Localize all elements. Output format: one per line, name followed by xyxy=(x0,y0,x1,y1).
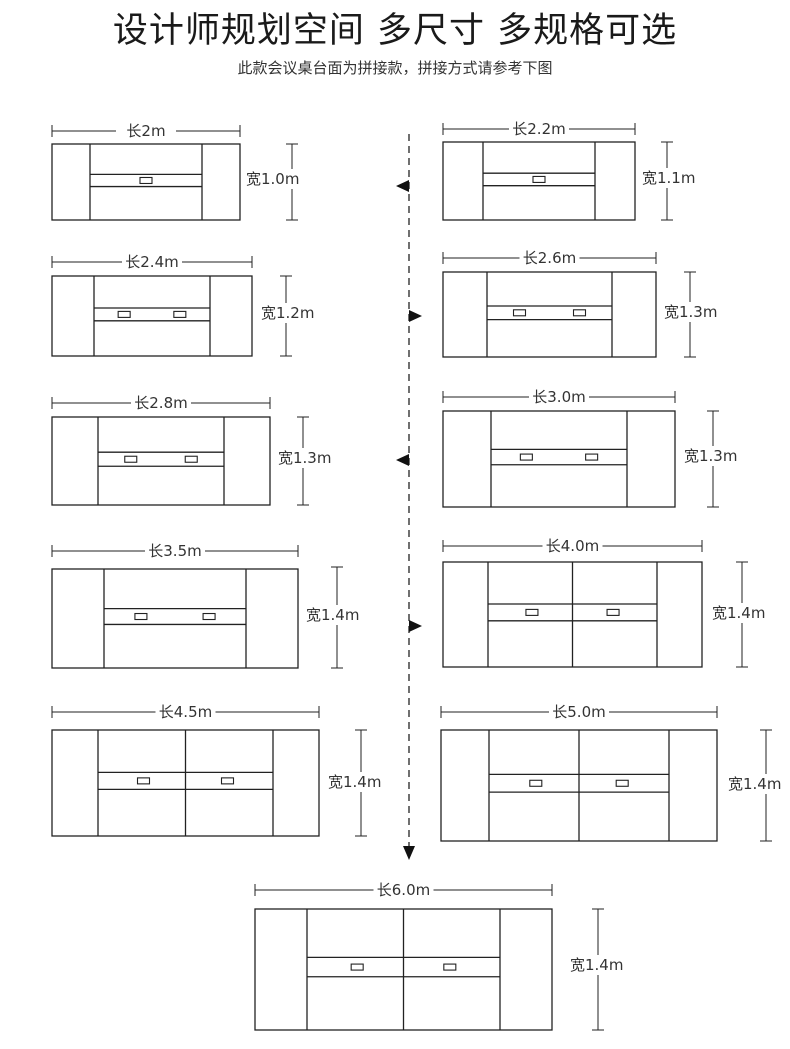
conference-table: 长2.4m 宽1.2m xyxy=(51,253,319,357)
cable-port xyxy=(350,963,364,971)
conference-table: 长6.0m 宽1.4m xyxy=(254,881,628,1031)
conference-table: 长5.0m 宽1.4m xyxy=(440,703,786,842)
width-label-bg xyxy=(662,302,722,322)
page-subtitle: 此款会议桌台面为拼接款，拼接方式请参考下图 xyxy=(237,59,553,77)
cable-port xyxy=(443,963,457,971)
length-label: 长6.0m xyxy=(377,881,430,899)
width-label: 宽1.4m xyxy=(328,773,381,791)
length-label: 长2.4m xyxy=(125,253,178,271)
cable-port xyxy=(202,612,216,621)
width-label-bg xyxy=(326,772,386,792)
cable-port xyxy=(134,612,148,621)
conference-table: 长2.6m 宽1.3m xyxy=(442,249,722,358)
length-label-bg xyxy=(549,703,609,721)
length-label: 长2m xyxy=(126,122,165,140)
width-label: 宽1.4m xyxy=(306,606,359,624)
width-label-bg xyxy=(259,303,319,323)
length-label-bg xyxy=(373,881,434,899)
length-label-bg xyxy=(509,120,569,138)
length-label: 长5.0m xyxy=(552,703,605,721)
cable-port xyxy=(585,453,599,461)
cable-port xyxy=(117,310,131,318)
length-label-bg xyxy=(542,537,603,555)
length-label: 长2.2m xyxy=(512,120,565,138)
width-label: 宽1.3m xyxy=(684,447,737,465)
length-label-bg xyxy=(122,253,182,271)
table-outline xyxy=(442,410,676,508)
cable-port xyxy=(615,779,629,787)
width-label: 宽1.4m xyxy=(728,775,781,793)
conference-table: 长2.8m 宽1.3m xyxy=(51,394,336,506)
width-label-bg xyxy=(640,168,700,188)
table-outline xyxy=(51,143,241,221)
length-label: 长2.8m xyxy=(134,394,187,412)
table-outline xyxy=(51,275,253,357)
table-outline xyxy=(442,141,636,221)
page-title: 设计师规划空间 多尺寸 多规格可选 xyxy=(112,11,678,51)
cable-port xyxy=(124,455,138,463)
arrow-right-icon xyxy=(409,620,422,632)
length-label: 长3.5m xyxy=(148,542,201,560)
table-outline xyxy=(51,416,271,506)
width-label: 宽1.0m xyxy=(246,170,299,188)
cable-port xyxy=(529,779,543,787)
length-label: 长4.0m xyxy=(546,537,599,555)
length-label-bg xyxy=(519,249,580,267)
length-label: 长2.6m xyxy=(523,249,576,267)
width-label: 宽1.1m xyxy=(642,169,695,187)
width-label-bg xyxy=(276,448,336,468)
conference-table: 长3.5m 宽1.4m xyxy=(51,542,364,669)
arrow-left-icon xyxy=(396,454,409,466)
cable-port xyxy=(519,453,533,461)
width-label-bg xyxy=(568,955,628,975)
cable-port xyxy=(220,777,235,785)
flow-line xyxy=(396,134,422,860)
cable-port xyxy=(512,309,527,317)
width-label-bg xyxy=(710,603,770,623)
arrow-left-icon xyxy=(396,180,409,192)
table-outline xyxy=(442,271,657,358)
arrow-right-icon xyxy=(409,310,422,322)
cable-port xyxy=(136,777,151,785)
cable-port xyxy=(532,175,546,183)
width-label-bg xyxy=(304,605,364,625)
conference-table: 长3.0m 宽1.3m xyxy=(442,388,742,508)
width-label-bg xyxy=(726,774,786,794)
cable-port xyxy=(184,455,198,463)
conference-table: 长2m 宽1.0m xyxy=(51,122,304,221)
table-drawings: 长2m宽1.0m长2.2m宽1.1m长2.4m宽1.2m长2.6m宽1.3m长2… xyxy=(51,120,786,1031)
width-label-bg xyxy=(682,446,742,466)
width-label: 宽1.2m xyxy=(261,304,314,322)
cable-port xyxy=(173,310,187,318)
width-label: 宽1.4m xyxy=(570,956,623,974)
width-label-bg xyxy=(244,169,304,189)
length-label-bg xyxy=(145,542,205,560)
conference-table: 长4.0m 宽1.4m xyxy=(442,537,770,668)
length-label-bg xyxy=(529,388,589,406)
cable-port xyxy=(572,309,587,317)
width-label: 宽1.4m xyxy=(712,604,765,622)
conference-table: 长4.5m 宽1.4m xyxy=(51,703,386,837)
arrow-down-icon xyxy=(403,846,415,860)
width-label: 宽1.3m xyxy=(278,449,331,467)
width-label: 宽1.3m xyxy=(664,303,717,321)
length-label-bg xyxy=(116,122,176,140)
length-label-bg xyxy=(155,703,216,721)
conference-table: 长2.2m 宽1.1m xyxy=(442,120,700,221)
cable-port xyxy=(139,176,153,185)
length-label: 长3.0m xyxy=(532,388,585,406)
cable-port xyxy=(606,608,620,616)
cable-port xyxy=(525,608,539,616)
table-outline xyxy=(51,568,299,669)
length-label: 长4.5m xyxy=(159,703,212,721)
length-label-bg xyxy=(131,394,191,412)
